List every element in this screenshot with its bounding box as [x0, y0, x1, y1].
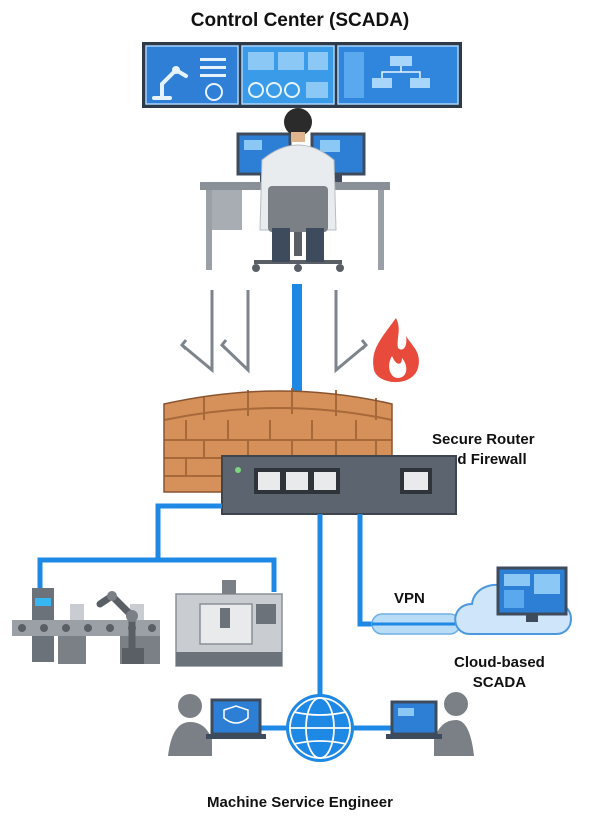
cable-to-factory	[37, 503, 222, 590]
router-label-line1: Secure Router	[432, 431, 535, 448]
router-port	[286, 472, 308, 490]
monitor-dashboard	[241, 45, 335, 105]
monitor-flowchart	[337, 45, 459, 105]
blocked-arrow-2	[220, 290, 250, 374]
fire-icon	[373, 318, 419, 383]
secure-router	[221, 455, 457, 515]
cloud-label-line2: SCADA	[472, 674, 527, 691]
control-monitors	[142, 42, 462, 108]
router-port	[258, 472, 280, 490]
blocked-arrow-2-head	[219, 339, 228, 351]
router-label-line2: and Firewall	[439, 451, 527, 468]
cloud-scada-label: Cloud-based SCADA	[454, 653, 545, 693]
blocked-arrow-1-head	[179, 339, 188, 351]
control-center-title: Control Center (SCADA)	[190, 10, 410, 31]
cloud-scada	[454, 566, 572, 635]
vpn-label: VPN	[394, 590, 425, 607]
operator-chair	[268, 186, 328, 232]
operator-workstation	[200, 108, 390, 272]
engineer-label: Machine Service Engineer	[207, 794, 393, 811]
router-port	[314, 472, 336, 490]
operator-head	[284, 108, 312, 136]
blocked-traffic-arrows	[179, 290, 369, 374]
cloud-label-line1: Cloud-based	[454, 654, 545, 671]
cable-to-vpn	[357, 514, 372, 627]
router-status-led	[235, 467, 241, 473]
globe-icon	[286, 694, 354, 762]
router-wan-port	[404, 472, 428, 490]
engineer-left-laptop	[210, 698, 262, 736]
engineer-right-laptop	[390, 700, 438, 736]
cnc-machine	[175, 580, 283, 667]
router-label: Secure Router and Firewall	[432, 430, 535, 470]
uplink-line	[292, 284, 302, 394]
factory-equipment	[12, 580, 283, 667]
monitor-robot-icon	[145, 45, 239, 105]
shield-icon	[223, 705, 249, 724]
blocked-arrow-3-head	[360, 339, 369, 351]
blocked-arrow-3	[334, 290, 367, 374]
robot-arm	[96, 591, 136, 656]
engineer-right	[386, 692, 474, 756]
blocked-arrow-1	[181, 290, 214, 374]
cable-to-cnc	[158, 557, 277, 592]
engineer-left	[168, 694, 266, 756]
vpn-tunnel	[371, 613, 461, 635]
